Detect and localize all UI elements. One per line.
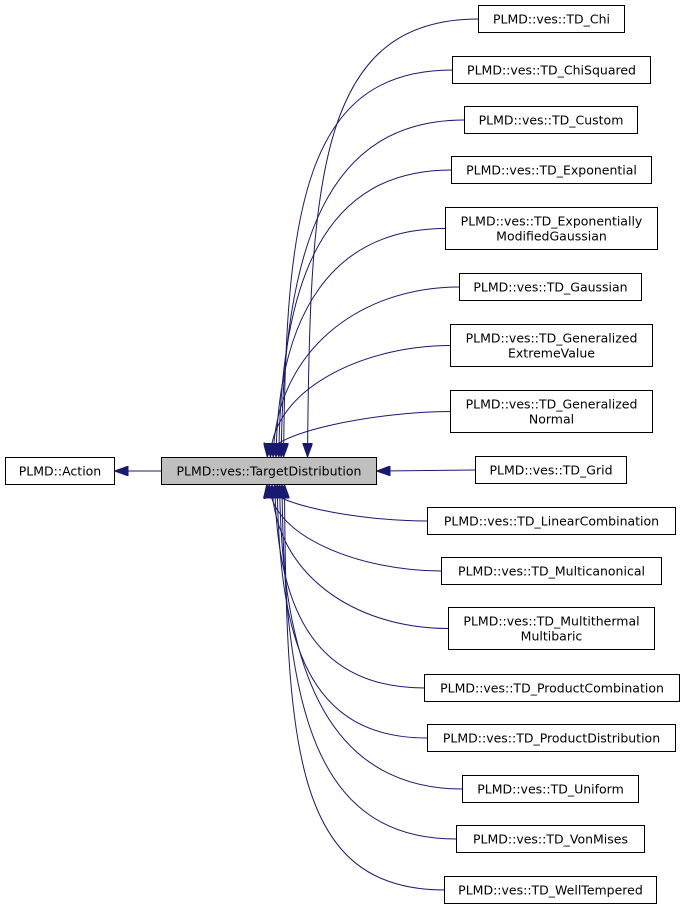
node-td-uniform-box[interactable] [462,775,639,803]
node-action-label: PLMD::Action [19,464,101,479]
edge-td-uniform-to-targetdistribution [280,486,463,790]
node-td-chi-label: PLMD::ves::TD_Chi [493,12,610,27]
node-td-welltempered-box[interactable] [444,876,657,904]
node-td-exponentially-modified-gaussian-label: ModifiedGaussian [496,229,607,244]
node-action-box[interactable] [5,457,115,485]
edge-td-product-distribution-to-targetdistribution [277,486,428,739]
node-targetdistribution[interactable]: PLMD::ves::TargetDistribution [161,457,377,485]
node-td-exponentially-modified-gaussian[interactable]: PLMD::ves::TD_ExponentiallyModifiedGauss… [445,207,658,250]
node-td-product-combination[interactable]: PLMD::ves::TD_ProductCombination [424,674,680,702]
edge-td-vonmises-to-targetdistribution [282,486,457,840]
edge-td-linear-combination-to-targetdistribution [267,486,428,522]
edge-td-chisquared-to-targetdistribution [284,69,453,456]
node-td-vonmises[interactable]: PLMD::ves::TD_VonMises [456,825,645,853]
node-td-grid-label: PLMD::ves::TD_Grid [489,463,612,478]
edge-td-generalized-extreme-value-to-targetdistribution [270,345,451,457]
node-td-generalized-extreme-value-label: PLMD::ves::TD_Generalized [466,331,638,346]
edge-td-exponentially-modified-gaussian-to-targetdistribution [276,228,446,457]
node-td-linear-combination[interactable]: PLMD::ves::TD_LinearCombination [427,507,676,535]
node-td-product-distribution[interactable]: PLMD::ves::TD_ProductDistribution [427,724,676,752]
node-td-exponential-box[interactable] [451,156,652,184]
node-targetdistribution-label: PLMD::ves::TargetDistribution [177,464,362,479]
node-td-welltempered[interactable]: PLMD::ves::TD_WellTempered [444,876,657,904]
node-td-exponential[interactable]: PLMD::ves::TD_Exponential [451,156,652,184]
edge-td-gaussian-to-targetdistribution [273,286,460,456]
node-td-grid-box[interactable] [475,456,627,484]
node-td-linear-combination-label: PLMD::ves::TD_LinearCombination [444,514,659,529]
edge-td-grid-to-targetdistribution [378,470,476,471]
node-td-multicanonical-box[interactable] [441,557,662,585]
edge-td-generalized-normal-to-targetdistribution [267,411,451,457]
edge-td-product-combination-to-targetdistribution [275,486,425,689]
node-targetdistribution-box[interactable] [161,457,377,485]
node-td-gaussian-label: PLMD::ves::TD_Gaussian [473,280,627,295]
node-td-generalized-normal-box[interactable] [450,390,653,433]
node-td-multithermal-multibaric-label: PLMD::ves::TD_Multithermal [463,614,639,629]
node-td-product-distribution-label: PLMD::ves::TD_ProductDistribution [443,731,660,746]
node-td-chi[interactable]: PLMD::ves::TD_Chi [478,5,625,33]
node-td-generalized-extreme-value-label: ExtremeValue [508,346,595,361]
node-td-product-combination-label: PLMD::ves::TD_ProductCombination [440,681,664,696]
node-td-generalized-normal-label: PLMD::ves::TD_Generalized [466,397,638,412]
node-action[interactable]: PLMD::Action [5,457,115,485]
node-td-gaussian-box[interactable] [459,273,642,301]
node-td-chisquared-box[interactable] [452,56,651,84]
node-td-product-distribution-box[interactable] [427,724,676,752]
node-td-custom-label: PLMD::ves::TD_Custom [479,113,624,128]
nodes-layer: PLMD::Action PLMD::ves::TargetDistributio… [5,5,680,904]
edge-td-chi-to-targetdistribution [308,18,479,456]
node-td-multithermal-multibaric-label: Multibaric [521,629,583,644]
node-td-exponentially-modified-gaussian-label: PLMD::ves::TD_Exponentially [461,214,643,229]
node-td-generalized-extreme-value-box[interactable] [450,324,653,367]
node-td-multithermal-multibaric-box[interactable] [448,607,655,650]
node-td-generalized-normal-label: Normal [529,412,574,427]
node-td-vonmises-box[interactable] [456,825,645,853]
edge-td-welltempered-to-targetdistribution [284,486,445,891]
node-td-welltempered-label: PLMD::ves::TD_WellTempered [458,883,643,898]
node-td-uniform[interactable]: PLMD::ves::TD_Uniform [462,775,639,803]
node-td-custom-box[interactable] [464,106,638,134]
node-td-custom[interactable]: PLMD::ves::TD_Custom [464,106,638,134]
node-td-chisquared-label: PLMD::ves::TD_ChiSquared [467,63,636,78]
node-td-multicanonical[interactable]: PLMD::ves::TD_Multicanonical [441,557,662,585]
node-td-vonmises-label: PLMD::ves::TD_VonMises [473,832,628,847]
node-td-multicanonical-label: PLMD::ves::TD_Multicanonical [458,564,645,579]
node-td-exponentially-modified-gaussian-box[interactable] [445,207,658,250]
node-td-exponential-label: PLMD::ves::TD_Exponential [466,163,637,178]
edges-layer [116,18,479,891]
edge-td-multithermal-multibaric-to-targetdistribution [272,486,449,629]
node-td-product-combination-box[interactable] [424,674,680,702]
node-td-chisquared[interactable]: PLMD::ves::TD_ChiSquared [452,56,651,84]
node-td-grid[interactable]: PLMD::ves::TD_Grid [475,456,627,484]
node-td-linear-combination-box[interactable] [427,507,676,535]
node-td-gaussian[interactable]: PLMD::ves::TD_Gaussian [459,273,642,301]
node-td-chi-box[interactable] [478,5,625,33]
node-td-uniform-label: PLMD::ves::TD_Uniform [477,782,624,797]
